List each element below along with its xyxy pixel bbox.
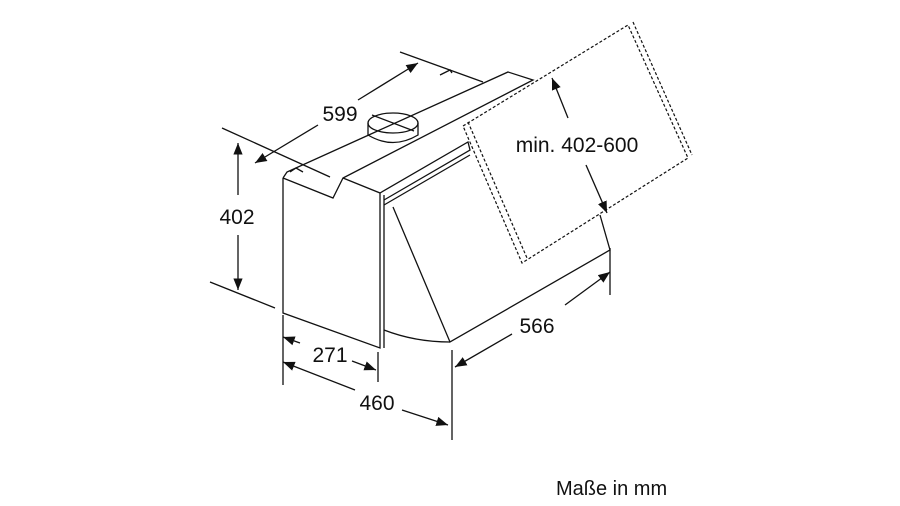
canopy-label: 566 (519, 315, 554, 338)
chimney-outline (462, 21, 693, 264)
width-label: 599 (322, 103, 357, 126)
dimension-lines (209, 51, 611, 440)
chimney-label: min. 402-600 (516, 134, 639, 157)
depth-top-label: 271 (312, 344, 347, 367)
units-note: Maße in mm (556, 478, 668, 500)
hood-body (282, 69, 611, 349)
height-label: 402 (219, 206, 254, 229)
depth-total-label: 460 (359, 392, 394, 415)
